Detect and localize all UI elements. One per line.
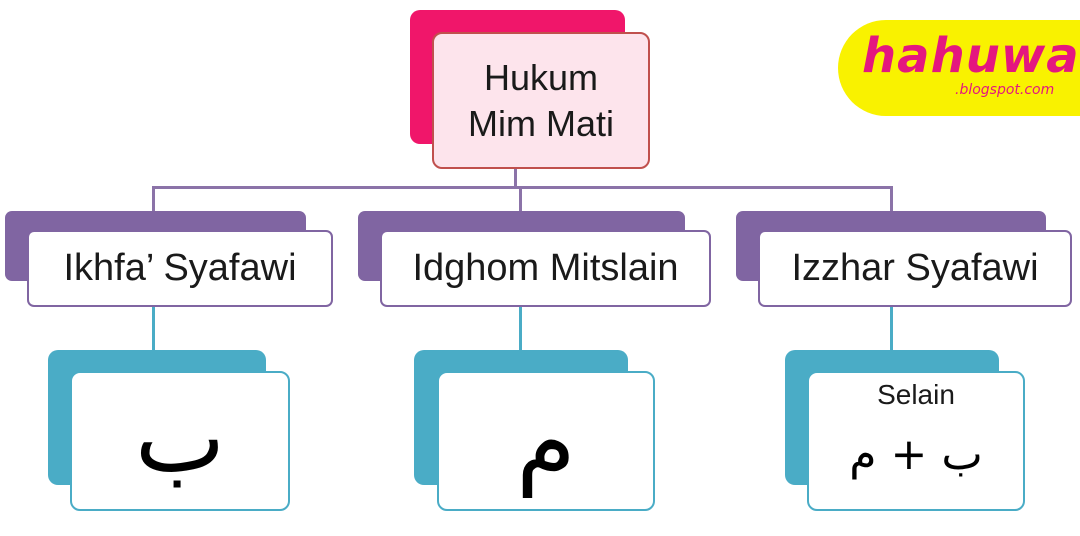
connector-center-leaf [519,306,522,352]
branch-label-izzhar: Izzhar Syafawi [791,247,1039,289]
leaf-node-izzhar: Selain ب + م [807,371,1025,511]
connector-root-down [514,168,517,188]
connector-horizontal [152,186,893,189]
connector-right-leaf [890,306,893,352]
root-node: Hukum Mim Mati [432,32,650,169]
branch-node-izzhar: Izzhar Syafawi [758,230,1072,307]
leaf-node-idghom: م [437,371,655,511]
connector-left-down [152,186,155,214]
leaf-node-ikhfa: ب [70,371,290,511]
leaf-formula-izzhar: ب + م [849,429,983,480]
branch-label-idghom: Idghom Mitslain [412,247,679,289]
logo-domain: .blogspot.com [955,82,1055,98]
root-title-line2: Mim Mati [468,102,614,144]
logo-background [838,20,1080,116]
connector-left-leaf [152,306,155,352]
connector-center-down [519,186,522,214]
connector-right-down [890,186,893,214]
root-title-line1: Hukum [483,56,599,98]
logo-name: hahuwa [862,28,1080,84]
branch-node-idghom: Idghom Mitslain [380,230,711,307]
leaf-caption-izzhar: Selain [877,379,955,410]
leaf-letter-ikhfa: ب [134,382,226,494]
leaf-letter-idghom: م [516,386,576,498]
branch-node-ikhfa: Ikhfa’ Syafawi [27,230,333,307]
branch-label-ikhfa: Ikhfa’ Syafawi [63,247,297,289]
